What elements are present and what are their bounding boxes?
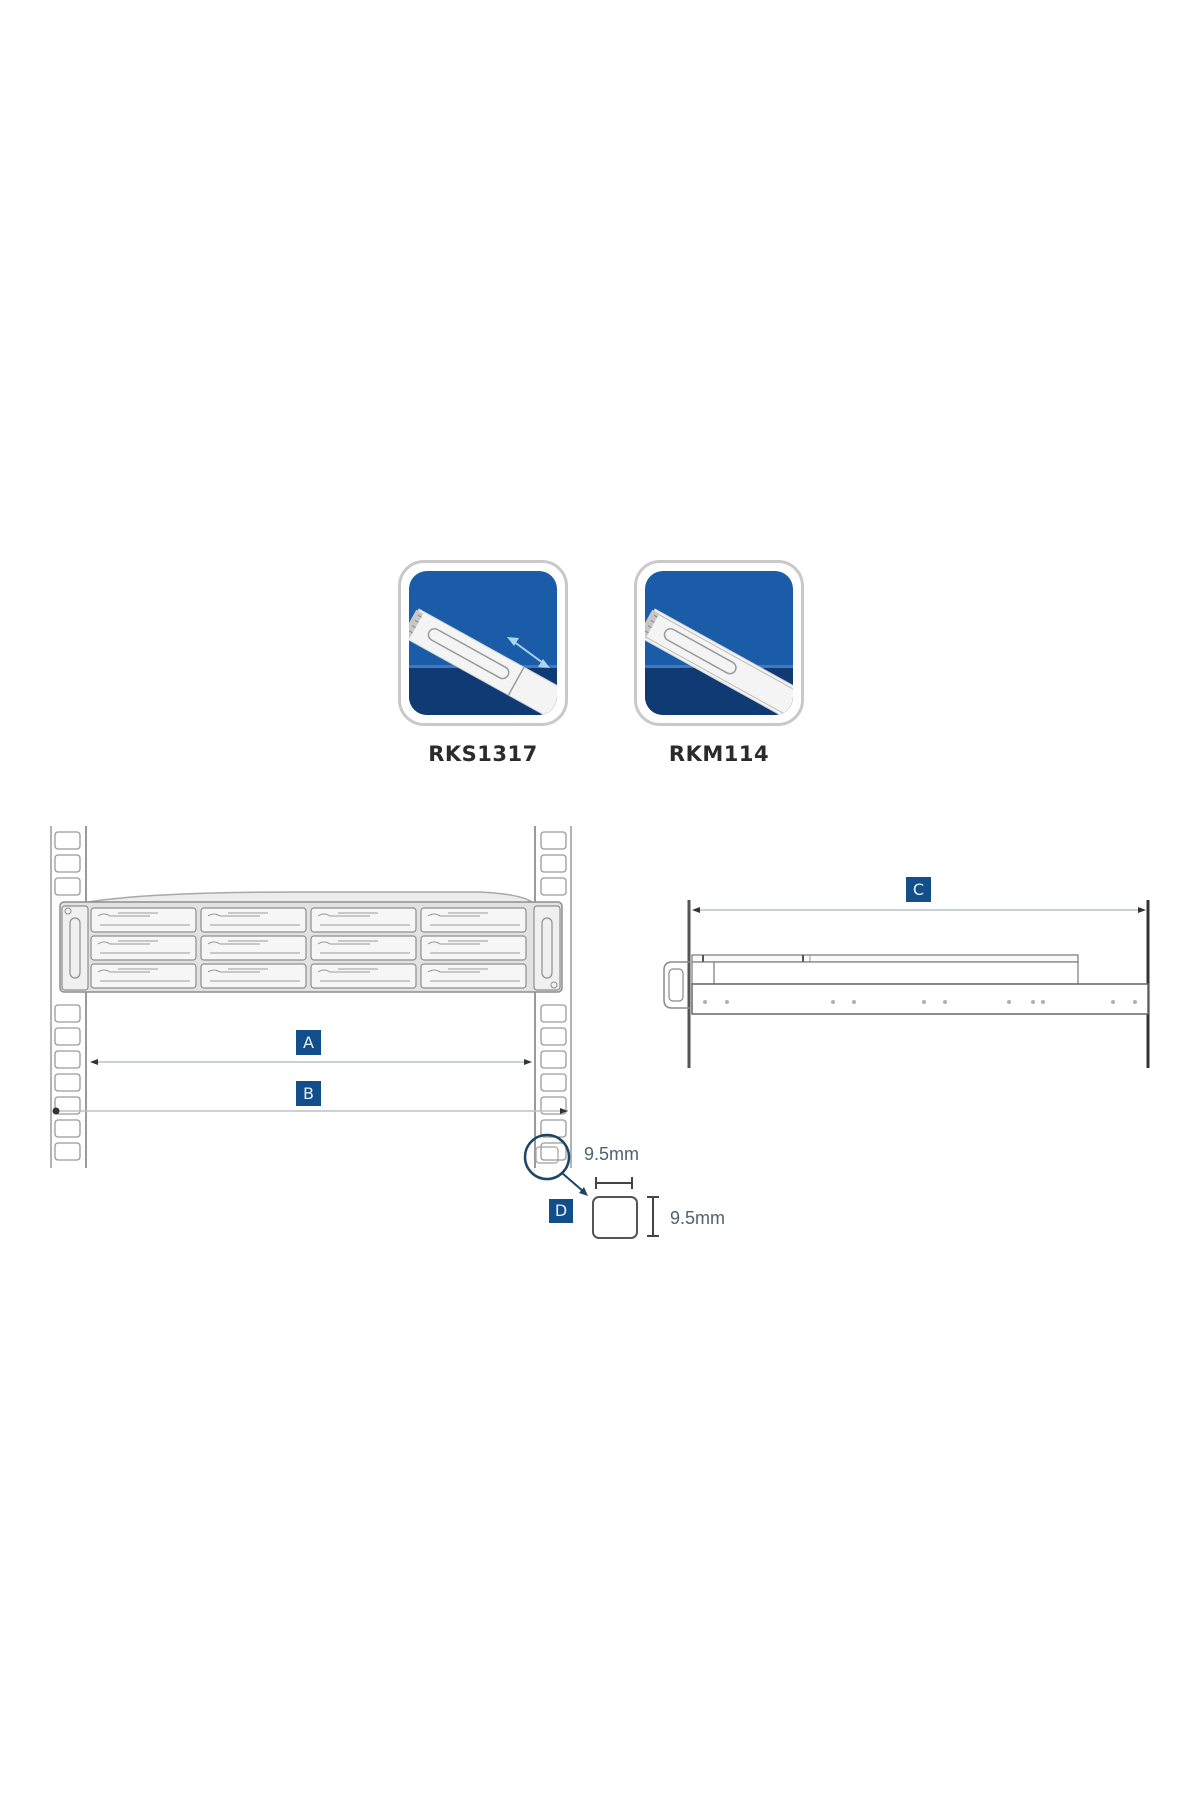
hole-width-label: 9.5mm	[584, 1144, 640, 1164]
sliding-rail-kit-icon	[409, 571, 557, 715]
magnifier-icon	[523, 1133, 571, 1181]
rkm114-icon-card	[634, 560, 804, 726]
rks1317-label: RKS1317	[428, 742, 538, 766]
rail-mounting-holes	[703, 1000, 1137, 1004]
left-rack-post	[50, 826, 87, 1168]
rks1317-icon-card	[398, 560, 568, 726]
hole-detail	[523, 1133, 659, 1239]
dimension-tag-c: C	[906, 877, 931, 902]
hole-height-label: 9.5mm	[670, 1208, 726, 1228]
dimension-line-b	[52, 1107, 568, 1115]
drive-bays	[90, 907, 527, 989]
fixed-rail-kit-icon	[645, 571, 793, 715]
dimension-tag-a: A	[296, 1030, 321, 1055]
storage-chassis	[59, 891, 563, 993]
dimension-line-a	[90, 1059, 532, 1065]
dimension-tag-d: D	[549, 1199, 573, 1223]
extension-arrow-icon	[507, 637, 550, 668]
right-rack-post	[534, 826, 572, 1168]
rkm114-label: RKM114	[668, 742, 770, 766]
dimension-tag-b: B	[296, 1081, 321, 1106]
side-view-diagram	[663, 900, 1150, 1068]
